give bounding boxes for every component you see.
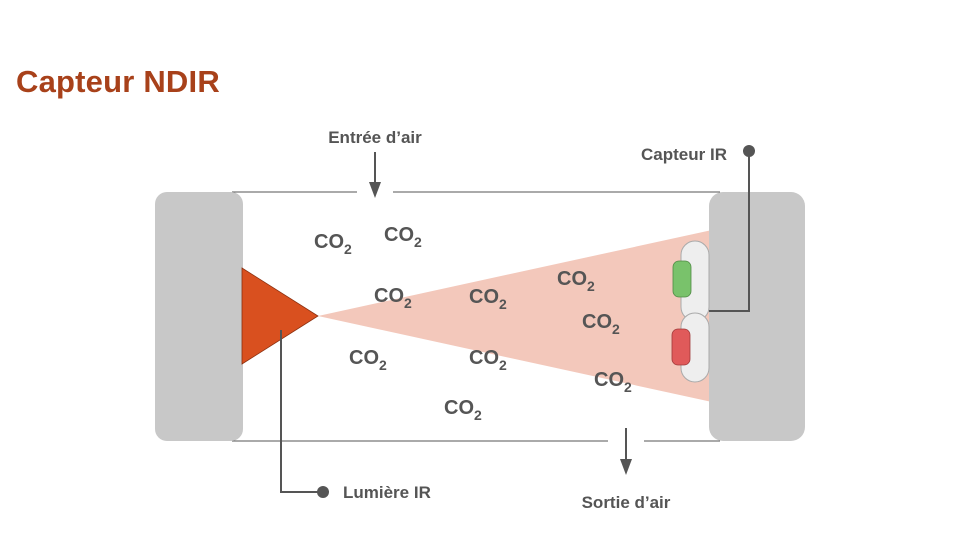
left-housing [155,192,243,441]
ir-light-label: Lumière IR [343,483,431,502]
co2-molecule: CO2 [384,224,422,250]
co2-molecule: CO2 [444,397,482,423]
air-inlet-label: Entrée d’air [328,128,422,147]
ir-detector-top [672,240,710,322]
air-outlet-label: Sortie d’air [582,493,671,512]
co2-molecule: CO2 [582,311,620,337]
ir-beam [318,230,712,402]
arrow-down-icon [620,459,632,475]
co2-molecule: CO2 [314,231,352,257]
co2-molecule: CO2 [349,347,387,373]
ir-sensor-label: Capteur IR [641,145,727,164]
right-housing [709,192,805,441]
co2-molecule: CO2 [469,286,507,312]
co2-molecule: CO2 [374,285,412,311]
co2-molecule: CO2 [557,268,595,294]
ir-sensor-leader [709,151,750,312]
leader-dot [317,486,329,498]
leader-dot [743,145,755,157]
page-title: Capteur NDIR [16,64,220,99]
co2-molecule: CO2 [469,347,507,373]
co2-molecule: CO2 [594,369,632,395]
ir-detector-bottom [671,312,710,383]
arrow-down-icon [369,182,381,198]
ir-light-leader [280,330,323,493]
